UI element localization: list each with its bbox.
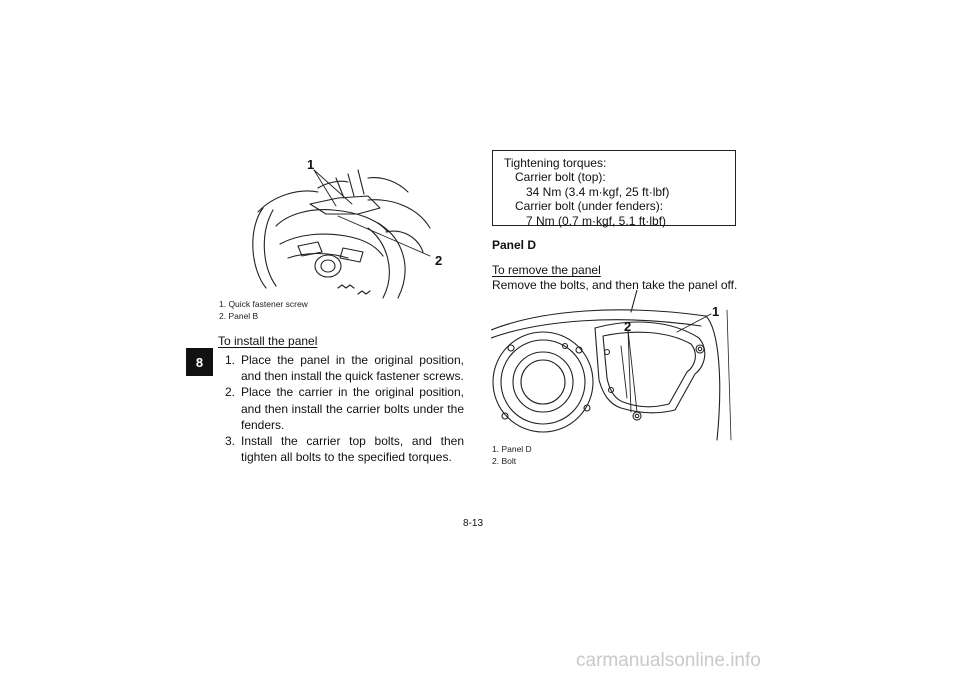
step-item: 1. Place the panel in the original posit… xyxy=(218,352,464,384)
figure-captions-left: 1. Quick fastener screw 2. Panel B xyxy=(219,298,308,322)
step-number: 3. xyxy=(225,434,236,449)
caption-item: 2. Panel B xyxy=(219,311,259,321)
callout-1-panel-d: 1 xyxy=(712,304,720,319)
step-text: Place the panel in the original position… xyxy=(241,353,464,384)
torque-item-value: 34 Nm (3.4 m·kgf, 25 ft·lbf) xyxy=(526,184,670,199)
install-steps: 1. Place the panel in the original posit… xyxy=(218,352,464,465)
chapter-tab: 8 xyxy=(186,348,213,376)
torque-item-value: 7 Nm (0.7 m·kgf, 5.1 ft·lbf) xyxy=(526,213,667,228)
remove-heading: To remove the panel xyxy=(492,263,601,277)
step-number: 2. xyxy=(225,385,236,400)
page-number: 8-13 xyxy=(463,518,484,529)
panel-d-heading: Panel D xyxy=(492,238,537,252)
step-text: Install the carrier top bolts, and then … xyxy=(241,434,464,465)
install-heading: To install the panel xyxy=(218,334,318,348)
callout-2-bolt: 2 xyxy=(624,319,632,334)
figure-captions-right: 1. Panel D 2. Bolt xyxy=(492,443,532,467)
callout-2-panel-b: 2 xyxy=(435,253,443,268)
watermark: carmanualsonline.info xyxy=(576,650,761,671)
torque-item-label: Carrier bolt (top): xyxy=(515,170,606,185)
caption-item: 1. Panel D xyxy=(492,444,532,454)
step-item: 3. Install the carrier top bolts, and th… xyxy=(218,433,464,465)
torque-spec-box: Tightening torques: Carrier bolt (top): … xyxy=(492,150,736,228)
caption-item: 2. Bolt xyxy=(492,456,517,466)
torque-item-label: Carrier bolt (under fenders): xyxy=(515,199,664,214)
callout-1-quick-fastener: 1 xyxy=(307,157,315,172)
panel-d-illustration xyxy=(491,290,739,442)
step-item: 2. Place the carrier in the original pos… xyxy=(218,384,464,433)
torque-title: Tightening torques: xyxy=(504,156,607,170)
caption-item: 1. Quick fastener screw xyxy=(219,299,308,309)
step-text: Place the carrier in the original positi… xyxy=(241,385,464,432)
step-number: 1. xyxy=(225,353,236,367)
panel-b-illustration xyxy=(218,148,463,300)
remove-instructions: Remove the bolts, and then take the pane… xyxy=(492,278,738,292)
